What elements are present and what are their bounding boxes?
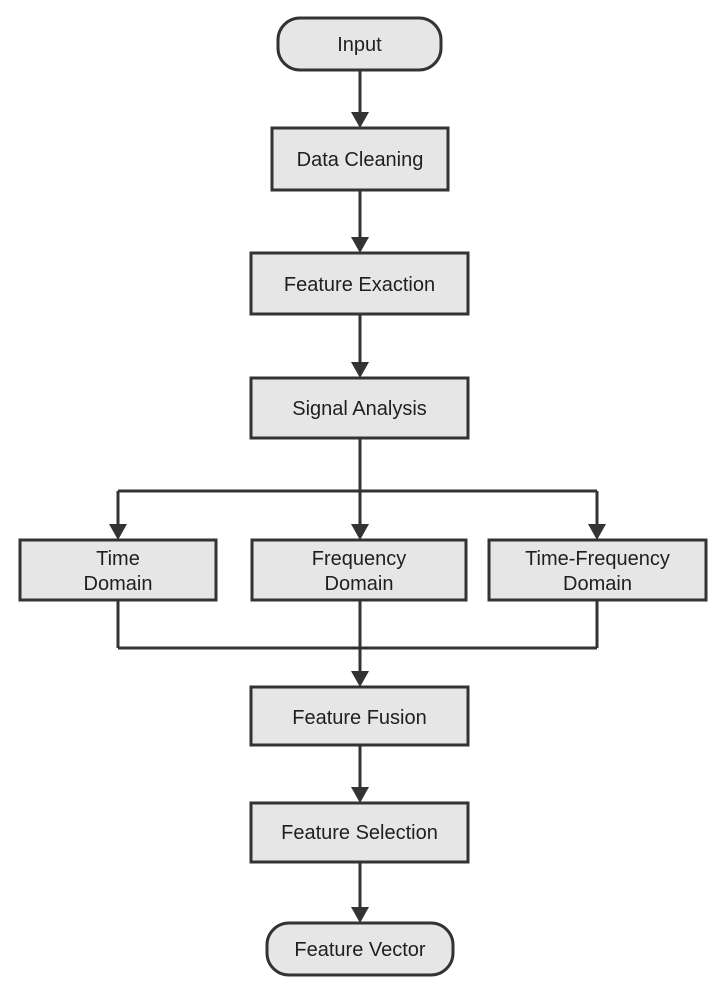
- edges: [109, 70, 606, 923]
- node-frequency-domain-label-line2: Domain: [325, 573, 394, 595]
- arrowhead-feature-fusion: [351, 671, 369, 687]
- arrowhead-feature-vector: [351, 907, 369, 923]
- node-feature-fusion-shape: [249, 685, 470, 747]
- node-time-domain-label-line2: Domain: [84, 573, 153, 595]
- node-input-shape: [276, 16, 443, 72]
- node-feature-exaction-label: Feature Exaction: [284, 274, 435, 296]
- node-input-label: Input: [337, 34, 382, 56]
- node-time-domain: Time Domain: [18, 538, 218, 602]
- arrowhead-data-cleaning: [351, 112, 369, 128]
- node-signal-analysis-label: Signal Analysis: [292, 398, 427, 420]
- node-input: Input: [276, 16, 443, 72]
- node-data-cleaning-shape: [270, 126, 450, 192]
- node-feature-exaction-shape: [249, 251, 470, 316]
- arrowhead-frequency-domain: [351, 524, 369, 540]
- node-feature-selection-label: Feature Selection: [281, 822, 438, 844]
- node-signal-analysis-shape: [249, 376, 470, 440]
- node-time-frequency-domain: Time-Frequency Domain: [487, 538, 708, 602]
- arrowhead-feature-exaction: [351, 237, 369, 253]
- node-data-cleaning: Data Cleaning: [270, 126, 450, 192]
- arrowhead-time-domain: [109, 524, 127, 540]
- node-feature-fusion: Feature Fusion: [249, 685, 470, 747]
- node-frequency-domain: Frequency Domain: [250, 538, 468, 602]
- arrowhead-signal-analysis: [351, 362, 369, 378]
- node-feature-selection-shape: [249, 801, 470, 864]
- arrowhead-time-frequency-domain: [588, 524, 606, 540]
- node-signal-analysis: Signal Analysis: [249, 376, 470, 440]
- node-time-frequency-domain-label-line2: Domain: [563, 573, 632, 595]
- node-feature-vector-shape: [265, 921, 455, 977]
- node-time-frequency-domain-shape: [487, 538, 708, 602]
- node-time-frequency-domain-label-line1: Time-Frequency: [525, 548, 670, 570]
- node-feature-selection: Feature Selection: [249, 801, 470, 864]
- node-data-cleaning-label: Data Cleaning: [297, 149, 424, 171]
- node-feature-vector-label: Feature Vector: [294, 939, 426, 961]
- node-time-domain-label-line1: Time: [96, 548, 140, 570]
- node-feature-exaction: Feature Exaction: [249, 251, 470, 316]
- arrowhead-feature-selection: [351, 787, 369, 803]
- node-feature-fusion-label: Feature Fusion: [292, 707, 427, 729]
- node-time-domain-shape: [18, 538, 218, 602]
- node-frequency-domain-label-line1: Frequency: [312, 548, 407, 570]
- nodes: Input Data Cleaning Feature Exaction Sig…: [18, 16, 708, 977]
- node-feature-vector: Feature Vector: [265, 921, 455, 977]
- node-frequency-domain-shape: [250, 538, 468, 602]
